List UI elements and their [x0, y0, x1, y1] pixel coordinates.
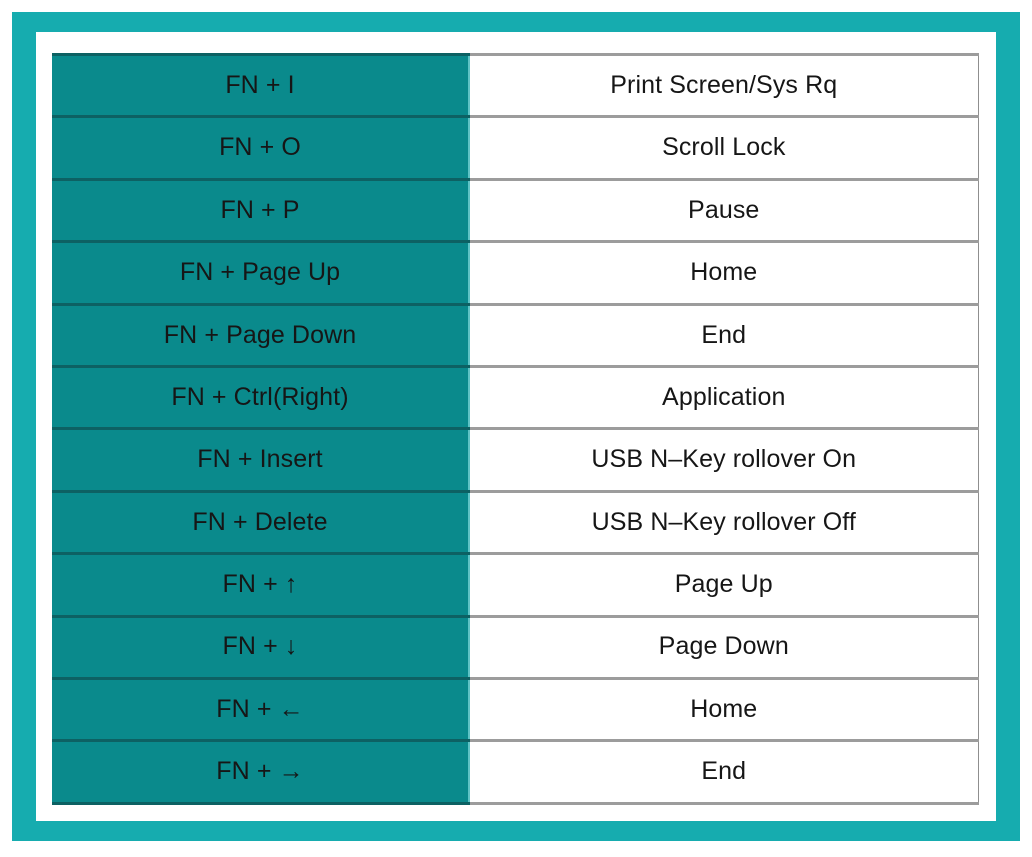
- table-row: FN + →End: [52, 739, 979, 805]
- key-combo-cell: FN + Ctrl(Right): [52, 364, 470, 429]
- action-cell: Home: [468, 676, 979, 741]
- key-combo-cell: FN + Delete: [52, 489, 470, 554]
- action-cell: End: [468, 739, 979, 805]
- action-cell: Print Screen/Sys Rq: [468, 52, 979, 117]
- key-combo-cell: FN + Insert: [52, 427, 470, 492]
- action-cell: Scroll Lock: [468, 115, 979, 180]
- key-combo-cell: FN + ←: [52, 676, 470, 741]
- key-combo-cell: FN + →: [52, 739, 470, 805]
- action-cell: Page Up: [468, 552, 979, 617]
- table-row: FN + ↑Page Up: [52, 552, 979, 617]
- action-cell: End: [468, 302, 979, 367]
- key-combo-cell: FN + I: [52, 52, 470, 117]
- action-cell: Pause: [468, 177, 979, 242]
- action-cell: Page Down: [468, 614, 979, 679]
- table-row: FN + ←Home: [52, 676, 979, 741]
- action-cell: Home: [468, 240, 979, 305]
- key-combo-cell: FN + ↓: [52, 614, 470, 679]
- action-cell: USB N–Key rollover Off: [468, 489, 979, 554]
- table-row: FN + ↓Page Down: [52, 614, 979, 679]
- key-combo-cell: FN + ↑: [52, 552, 470, 617]
- key-combo-cell: FN + P: [52, 177, 470, 242]
- key-combo-cell: FN + O: [52, 115, 470, 180]
- action-cell: Application: [468, 364, 979, 429]
- key-combo-cell: FN + Page Up: [52, 240, 470, 305]
- key-combo-cell: FN + Page Down: [52, 302, 470, 367]
- table-row: FN + Ctrl(Right)Application: [52, 364, 979, 429]
- action-cell: USB N–Key rollover On: [468, 427, 979, 492]
